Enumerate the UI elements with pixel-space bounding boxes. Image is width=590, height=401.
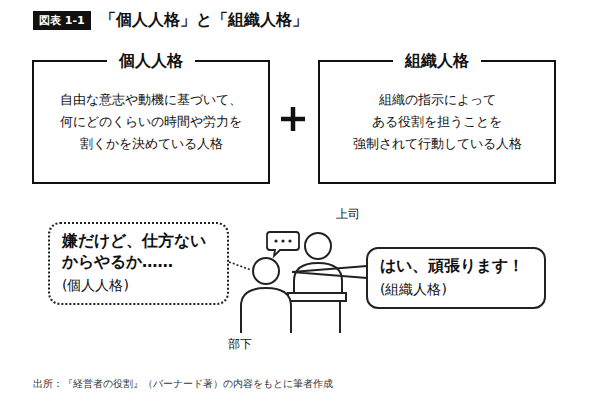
boss-figure bbox=[294, 233, 342, 300]
concept-box: 個人人格自由な意志や動機に基づいて、 何にどのくらいの時間や労力を 割くかを決め… bbox=[32, 60, 270, 184]
box-heading: 個人人格 bbox=[107, 50, 195, 72]
role-label: 部下 bbox=[228, 337, 252, 352]
thought-tail bbox=[229, 262, 251, 270]
bubble-note: (組織人格) bbox=[380, 279, 447, 300]
bubble-note: (個人人格) bbox=[62, 275, 129, 296]
title: 「個人人格」と「組織人格」 bbox=[100, 10, 308, 30]
thought-bubble: 嫌だけど、仕方ない からやるか……(個人人格) bbox=[48, 222, 229, 305]
role-label: 上司 bbox=[336, 207, 360, 222]
speech-bubble: はい、頑張ります！(組織人格) bbox=[366, 247, 546, 309]
box-body: 組織の指示によって ある役割を担うことを 強制されて行動している人格 bbox=[352, 89, 522, 155]
bubble-text: はい、頑張ります！ bbox=[380, 256, 524, 277]
concept-box: 組織人格組織の指示によって ある役割を担うことを 強制されて行動している人格 bbox=[318, 60, 556, 184]
speech-icon bbox=[267, 232, 299, 256]
box-body: 自由な意志や動機に基づいて、 何にどのくらいの時間や労力を 割くかを決めている人… bbox=[60, 89, 243, 155]
desk bbox=[288, 293, 346, 333]
figure-number: 図表 1-1 bbox=[33, 11, 91, 30]
box-heading: 組織人格 bbox=[393, 50, 481, 72]
source-caption: 出所：『経営者の役割』（バーナード著）の内容をもとに筆者作成 bbox=[33, 377, 333, 391]
plus-sign bbox=[281, 107, 305, 131]
bubble-text: 嫌だけど、仕方ない からやるか…… bbox=[62, 231, 211, 273]
speech-tail bbox=[292, 266, 367, 278]
